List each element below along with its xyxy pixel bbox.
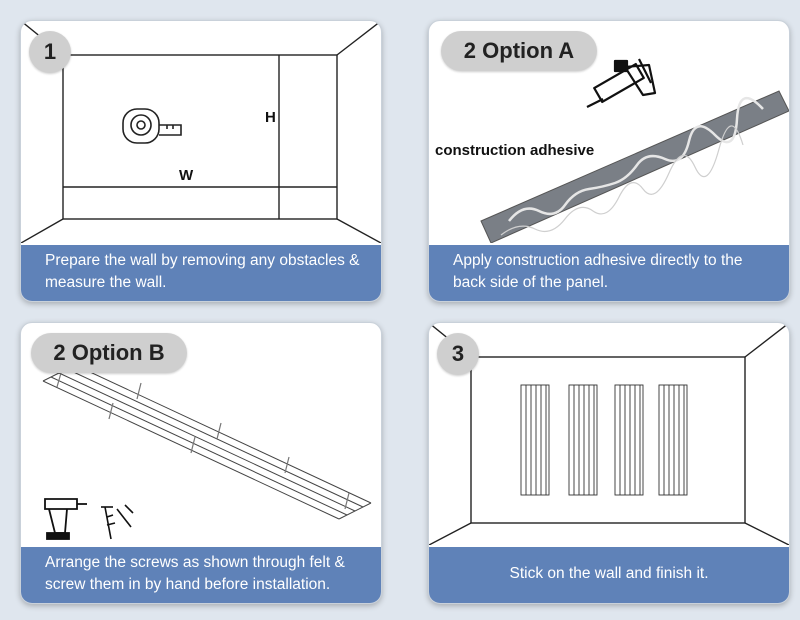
step-2a-caption: Apply construction adhesive directly to …: [429, 245, 789, 301]
tape-measure-icon: [122, 108, 182, 144]
step-number-badge: 2 Option B: [31, 333, 187, 373]
caulk-gun-icon: [586, 58, 657, 108]
width-label: W: [179, 167, 194, 184]
step-1-card: 1 H W Prepare the wall by removing any o…: [20, 20, 382, 302]
step-3-card: 3 Stick on the wall and finish it.: [428, 322, 790, 604]
screw-icon: [101, 504, 134, 540]
installed-panels-illustration: [429, 323, 789, 545]
wall-panels: [520, 384, 688, 496]
step-number-badge: 1: [29, 31, 71, 73]
adhesive-panel-illustration: [480, 58, 789, 243]
construction-adhesive-label: construction adhesive: [435, 142, 595, 159]
step-2b-caption: Arrange the screws as shown through felt…: [21, 547, 381, 603]
step-3-caption: Stick on the wall and finish it.: [429, 547, 789, 603]
room-wall-illustration: [21, 21, 381, 243]
adhesive-bead: [508, 96, 764, 222]
height-label: H: [265, 109, 276, 126]
screws: [56, 372, 350, 510]
step-2a-card: 2 Option A construction adhesive Apply c…: [428, 20, 790, 302]
drill-icon: [44, 498, 87, 540]
screw-panel-illustration: [42, 364, 372, 540]
step-2b-card: 2 Option B Arrange the screws as shown t…: [20, 322, 382, 604]
step-number-badge: 2 Option A: [441, 31, 597, 71]
step-number-badge: 3: [437, 333, 479, 375]
step-1-caption: Prepare the wall by removing any obstacl…: [21, 245, 381, 301]
